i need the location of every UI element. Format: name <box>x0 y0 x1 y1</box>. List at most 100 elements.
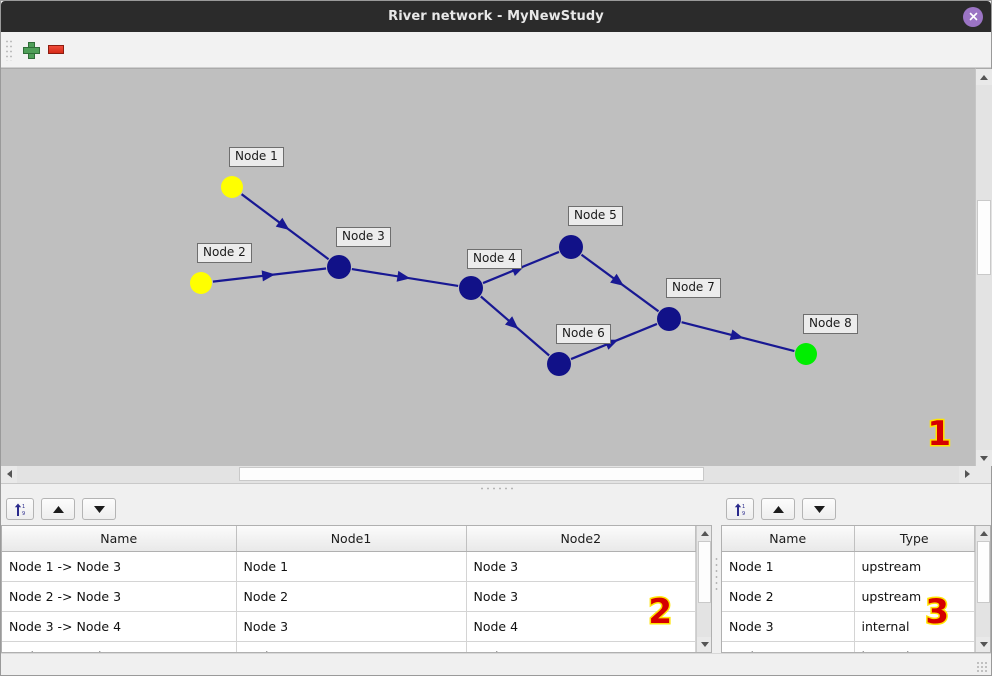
table-cell[interactable]: Node 4 <box>236 641 467 652</box>
graph-hscroll-track[interactable] <box>17 466 959 483</box>
reaches-vscroll-thumb[interactable] <box>698 541 711 603</box>
table-cell[interactable]: Node 3 <box>466 551 696 582</box>
table-cell[interactable]: Node 1 -> Node 3 <box>2 551 237 582</box>
triangle-left-icon <box>6 470 12 478</box>
reaches-column-header[interactable]: Node1 <box>236 526 467 552</box>
graph-node-label-n3[interactable]: Node 3 <box>336 227 391 247</box>
window-resize-grip[interactable] <box>976 661 988 673</box>
add-node-button[interactable] <box>17 37 43 63</box>
graph-vertical-scrollbar[interactable] <box>975 68 992 466</box>
scroll-left-button[interactable] <box>1 466 17 482</box>
graph-edge-arrow <box>396 270 411 282</box>
svg-text:9: 9 <box>742 511 745 517</box>
scroll-down-button[interactable] <box>975 450 992 466</box>
graph-node-label-n6[interactable]: Node 6 <box>556 324 611 344</box>
graph-node-n2[interactable] <box>190 272 212 294</box>
graph-vscroll-thumb[interactable] <box>976 200 991 275</box>
graph-node-label-n2[interactable]: Node 2 <box>197 243 252 263</box>
table-cell[interactable]: Node 3 -> Node 4 <box>2 611 237 642</box>
graph-node-n1[interactable] <box>221 176 243 198</box>
nodes-scroll-down-button[interactable] <box>976 637 990 652</box>
reaches-scroll-up-button[interactable] <box>697 526 711 541</box>
table-cell[interactable]: Node 5 <box>466 641 696 652</box>
table-cell[interactable]: Node 3 <box>722 611 855 642</box>
reaches-vertical-scrollbar[interactable] <box>696 526 711 652</box>
reaches-move-down-button[interactable] <box>82 498 116 520</box>
reaches-sort-button[interactable]: 1 9 <box>6 498 34 520</box>
graph-node-n4[interactable] <box>459 276 483 300</box>
triangle-up-icon <box>772 505 784 513</box>
table-cell[interactable]: Node 1 <box>236 551 467 582</box>
table-cell[interactable]: Node 1 <box>722 551 855 582</box>
table-cell[interactable]: Node 3 <box>466 581 696 612</box>
graph-hscroll-thumb[interactable] <box>239 467 704 481</box>
table-cell[interactable]: Node 2 <box>236 581 467 612</box>
table-cell[interactable]: Node 2 <box>722 581 855 612</box>
table-cell[interactable]: Node 4 -> Node 5 <box>2 641 237 652</box>
nodes-move-up-button[interactable] <box>761 498 795 520</box>
graph-node-label-n4[interactable]: Node 4 <box>467 249 522 269</box>
reaches-vscroll-track[interactable] <box>697 541 711 637</box>
graph-node-label-n1[interactable]: Node 1 <box>229 147 284 167</box>
reaches-move-up-button[interactable] <box>41 498 75 520</box>
graph-node-n5[interactable] <box>559 235 583 259</box>
graph-node-n6[interactable] <box>547 352 571 376</box>
table-cell[interactable]: Node 4 <box>722 641 855 652</box>
graph-node-label-n8[interactable]: Node 8 <box>803 314 858 334</box>
table-cell[interactable]: Node 2 -> Node 3 <box>2 581 237 612</box>
nodes-panel: 1 9 <box>721 493 991 653</box>
close-icon <box>969 12 977 21</box>
graph-node-n3[interactable] <box>327 255 351 279</box>
delete-node-button[interactable] <box>43 37 69 63</box>
triangle-up-icon <box>979 531 988 536</box>
close-button[interactable] <box>963 6 983 27</box>
nodes-column-header[interactable]: Type <box>854 526 975 552</box>
table-cell[interactable]: upstream <box>854 581 975 612</box>
table-cell[interactable]: upstream <box>854 551 975 582</box>
nodes-move-down-button[interactable] <box>802 498 836 520</box>
nodes-vscroll-track[interactable] <box>976 541 990 637</box>
table-cell[interactable]: Node 3 <box>236 611 467 642</box>
reaches-column-header[interactable]: Name <box>2 526 237 552</box>
reaches-scroll-down-button[interactable] <box>697 637 711 652</box>
toolbar-drag-handle[interactable] <box>5 38 13 61</box>
nodes-scroll-up-button[interactable] <box>976 526 990 541</box>
table-cell[interactable]: internal <box>854 641 975 652</box>
graph-edge-arrow <box>504 316 519 329</box>
nodes-column-header[interactable]: Name <box>722 526 855 552</box>
nodes-sort-button[interactable]: 1 9 <box>726 498 754 520</box>
graph-horizontal-scrollbar[interactable] <box>1 466 991 483</box>
graph-node-n7[interactable] <box>657 307 681 331</box>
graph-node-label-n5[interactable]: Node 5 <box>568 206 623 226</box>
table-cell[interactable]: internal <box>854 611 975 642</box>
triangle-down-icon <box>93 505 105 513</box>
main-toolbar <box>1 32 991 68</box>
scroll-right-button[interactable] <box>959 466 975 482</box>
triangle-down-icon <box>813 505 825 513</box>
nodes-vscroll-thumb[interactable] <box>977 541 990 603</box>
graph-node-n8[interactable] <box>795 343 817 365</box>
nodes-vertical-scrollbar[interactable] <box>975 526 990 652</box>
vertical-splitter[interactable] <box>712 493 721 653</box>
table-row[interactable]: Node 4internal <box>722 641 975 652</box>
reaches-column-header[interactable]: Node2 <box>466 526 696 552</box>
graph-node-label-n7[interactable]: Node 7 <box>666 278 721 298</box>
scroll-up-button[interactable] <box>975 69 992 85</box>
graph-canvas-area[interactable]: Node 1 Node 2 Node 3 Node 4 Node 5 Node 6 Node… <box>1 68 975 466</box>
table-cell[interactable]: Node 4 <box>466 611 696 642</box>
svg-text:9: 9 <box>22 511 25 517</box>
horizontal-splitter[interactable] <box>1 483 991 493</box>
graph-vscroll-track[interactable] <box>975 85 992 450</box>
